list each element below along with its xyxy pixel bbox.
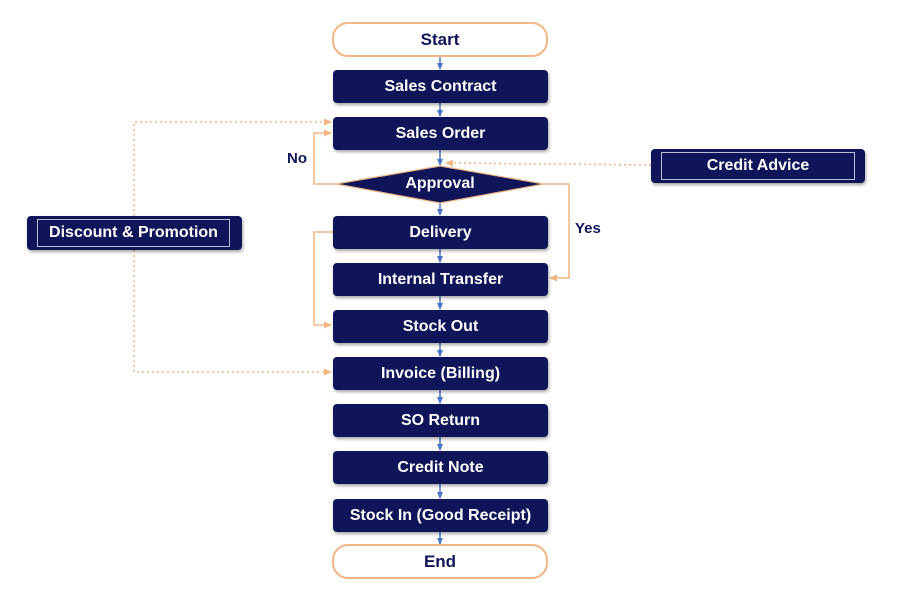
no-edge-label: No bbox=[287, 150, 307, 167]
discount-to-order-link bbox=[133, 118, 332, 216]
stock-out-label: Stock Out bbox=[402, 317, 479, 335]
delivery-label: Delivery bbox=[409, 223, 472, 241]
no-loop-line bbox=[313, 129, 336, 185]
stock-in-label: Stock In (Good Receipt) bbox=[349, 506, 532, 524]
sales-contract-step: Sales Contract bbox=[333, 70, 548, 103]
discount-promotion-label: Discount & Promotion bbox=[49, 224, 218, 241]
internal-transfer-label: Internal Transfer bbox=[377, 270, 504, 288]
delivery-step: Delivery bbox=[333, 216, 548, 249]
end-label: End bbox=[423, 551, 457, 571]
stock-out-step: Stock Out bbox=[333, 310, 548, 343]
credit-advice-node: Credit Advice bbox=[651, 149, 865, 183]
approval-diamond bbox=[335, 165, 545, 204]
discount-promotion-inner: Discount & Promotion bbox=[37, 219, 230, 247]
yes-path-line bbox=[544, 183, 570, 282]
internal-transfer-step: Internal Transfer bbox=[333, 263, 548, 296]
stock-in-step: Stock In (Good Receipt) bbox=[333, 499, 548, 532]
yes-label: Yes bbox=[575, 220, 601, 237]
credit-advice-link bbox=[445, 159, 652, 167]
approval-label-wrap: Approval bbox=[380, 172, 500, 196]
sales-order-step: Sales Order bbox=[333, 117, 548, 150]
credit-advice-inner: Credit Advice bbox=[661, 152, 855, 180]
start-label: Start bbox=[420, 29, 460, 49]
invoice-step: Invoice (Billing) bbox=[333, 357, 548, 390]
yes-edge-label: Yes bbox=[575, 220, 601, 237]
credit-note-step: Credit Note bbox=[333, 451, 548, 484]
so-return-step: SO Return bbox=[333, 404, 548, 437]
sales-contract-label: Sales Contract bbox=[384, 77, 497, 95]
invoice-label: Invoice (Billing) bbox=[380, 364, 501, 382]
start-terminal: Start bbox=[332, 22, 548, 57]
so-return-label: SO Return bbox=[400, 411, 481, 429]
credit-advice-label: Credit Advice bbox=[706, 157, 810, 174]
end-terminal: End bbox=[332, 544, 548, 579]
discount-promotion-node: Discount & Promotion bbox=[27, 216, 242, 250]
approval-label: Approval bbox=[405, 175, 475, 192]
discount-to-invoice-link bbox=[133, 250, 332, 376]
delivery-to-stockout-line bbox=[313, 231, 333, 329]
credit-note-label: Credit Note bbox=[397, 458, 484, 476]
sales-order-label: Sales Order bbox=[395, 124, 486, 142]
no-label: No bbox=[287, 150, 307, 167]
